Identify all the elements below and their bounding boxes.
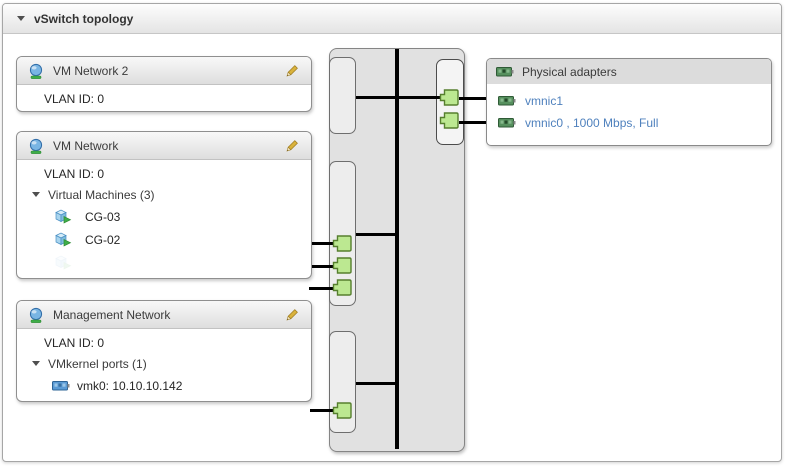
network-globe-icon xyxy=(28,63,44,79)
vmkernel-adapter-icon xyxy=(52,380,70,392)
connection-wire xyxy=(356,96,441,99)
virtual-machines-toggle[interactable]: Virtual Machines (3) xyxy=(17,184,311,205)
triangle-down-icon xyxy=(17,16,25,21)
vm-row-faded xyxy=(17,251,311,274)
physical-nic-icon xyxy=(498,95,516,107)
virtual-machine-icon xyxy=(54,209,72,224)
portgroup-title: Management Network xyxy=(53,307,171,322)
vlan-id-label: VLAN ID: 0 xyxy=(44,335,105,350)
portgroup-card-header: Management Network xyxy=(17,301,311,329)
vmkernel-port-row: vmk0: 10.10.10.142 xyxy=(17,374,311,397)
uplink-port-connector-icon xyxy=(439,89,459,106)
physical-adapters-header: Physical adapters xyxy=(487,59,771,84)
virtual-machine-icon xyxy=(54,255,72,270)
connection-wire xyxy=(310,409,335,412)
physical-nic-icon xyxy=(496,66,514,78)
triangle-down-icon xyxy=(32,192,40,197)
portgroup-card-management-network: Management Network VLAN ID: 0 VMkernel p… xyxy=(16,300,312,402)
vmkernel-port-name: vmk0: 10.10.10.142 xyxy=(77,378,183,393)
vm-row: CG-03 xyxy=(17,205,311,228)
panel-collapse-header[interactable]: vSwitch topology xyxy=(3,4,781,34)
connection-wire xyxy=(356,233,397,236)
edit-portgroup-button[interactable] xyxy=(283,137,301,155)
physical-adapters-title: Physical adapters xyxy=(522,64,617,79)
portgroup-card-header: VM Network 2 xyxy=(17,57,311,85)
portgroup-card-header: VM Network xyxy=(17,132,311,160)
vlan-id-label: VLAN ID: 0 xyxy=(44,91,105,106)
connection-wire xyxy=(310,265,335,268)
edit-portgroup-button[interactable] xyxy=(283,306,301,324)
vlan-id-label: VLAN ID: 0 xyxy=(44,166,105,181)
vmkernel-ports-label: VMkernel ports (1) xyxy=(48,356,147,371)
network-globe-icon xyxy=(28,138,44,154)
vm-row: CG-02 xyxy=(17,228,311,251)
edit-portgroup-button[interactable] xyxy=(283,62,301,80)
connection-wire xyxy=(459,97,486,100)
triangle-down-icon xyxy=(32,361,40,366)
vmnic0-link[interactable]: vmnic0 , 1000 Mbps, Full xyxy=(525,116,659,130)
port-connector-icon xyxy=(332,279,352,296)
port-connector-icon xyxy=(332,257,352,274)
vmnic1-link[interactable]: vmnic1 xyxy=(525,94,564,108)
connection-wire xyxy=(356,382,397,385)
portgroup-port-slot-1 xyxy=(329,57,356,134)
connection-wire xyxy=(309,287,335,290)
vswitch-spine xyxy=(395,49,399,449)
physical-nic-icon xyxy=(498,117,516,129)
portgroup-card-vm-network-2: VM Network 2 VLAN ID: 0 xyxy=(16,56,312,112)
port-connector-icon xyxy=(332,402,352,419)
physical-adapter-row: vmnic1 xyxy=(498,90,771,112)
vmkernel-ports-toggle[interactable]: VMkernel ports (1) xyxy=(17,353,311,374)
physical-adapters-card: Physical adapters vmnic1 vmnic0 , 1000 M… xyxy=(486,58,772,146)
vswitch-topology-panel: vSwitch topology xyxy=(2,3,782,462)
connection-wire xyxy=(310,242,335,245)
panel-title: vSwitch topology xyxy=(34,11,134,26)
portgroup-card-vm-network: VM Network VLAN ID: 0 Virtual Machines (… xyxy=(16,131,312,279)
vm-name: CG-02 xyxy=(85,232,121,247)
port-connector-icon xyxy=(332,235,352,252)
connection-wire xyxy=(459,121,486,124)
virtual-machines-label: Virtual Machines (3) xyxy=(48,187,155,202)
network-globe-icon xyxy=(28,307,44,323)
portgroup-title: VM Network 2 xyxy=(53,63,129,78)
virtual-machine-icon xyxy=(54,232,72,247)
uplink-port-connector-icon xyxy=(439,112,459,129)
physical-adapter-row: vmnic0 , 1000 Mbps, Full xyxy=(498,112,771,134)
vm-name: CG-03 xyxy=(85,209,121,224)
portgroup-title: VM Network xyxy=(53,138,119,153)
